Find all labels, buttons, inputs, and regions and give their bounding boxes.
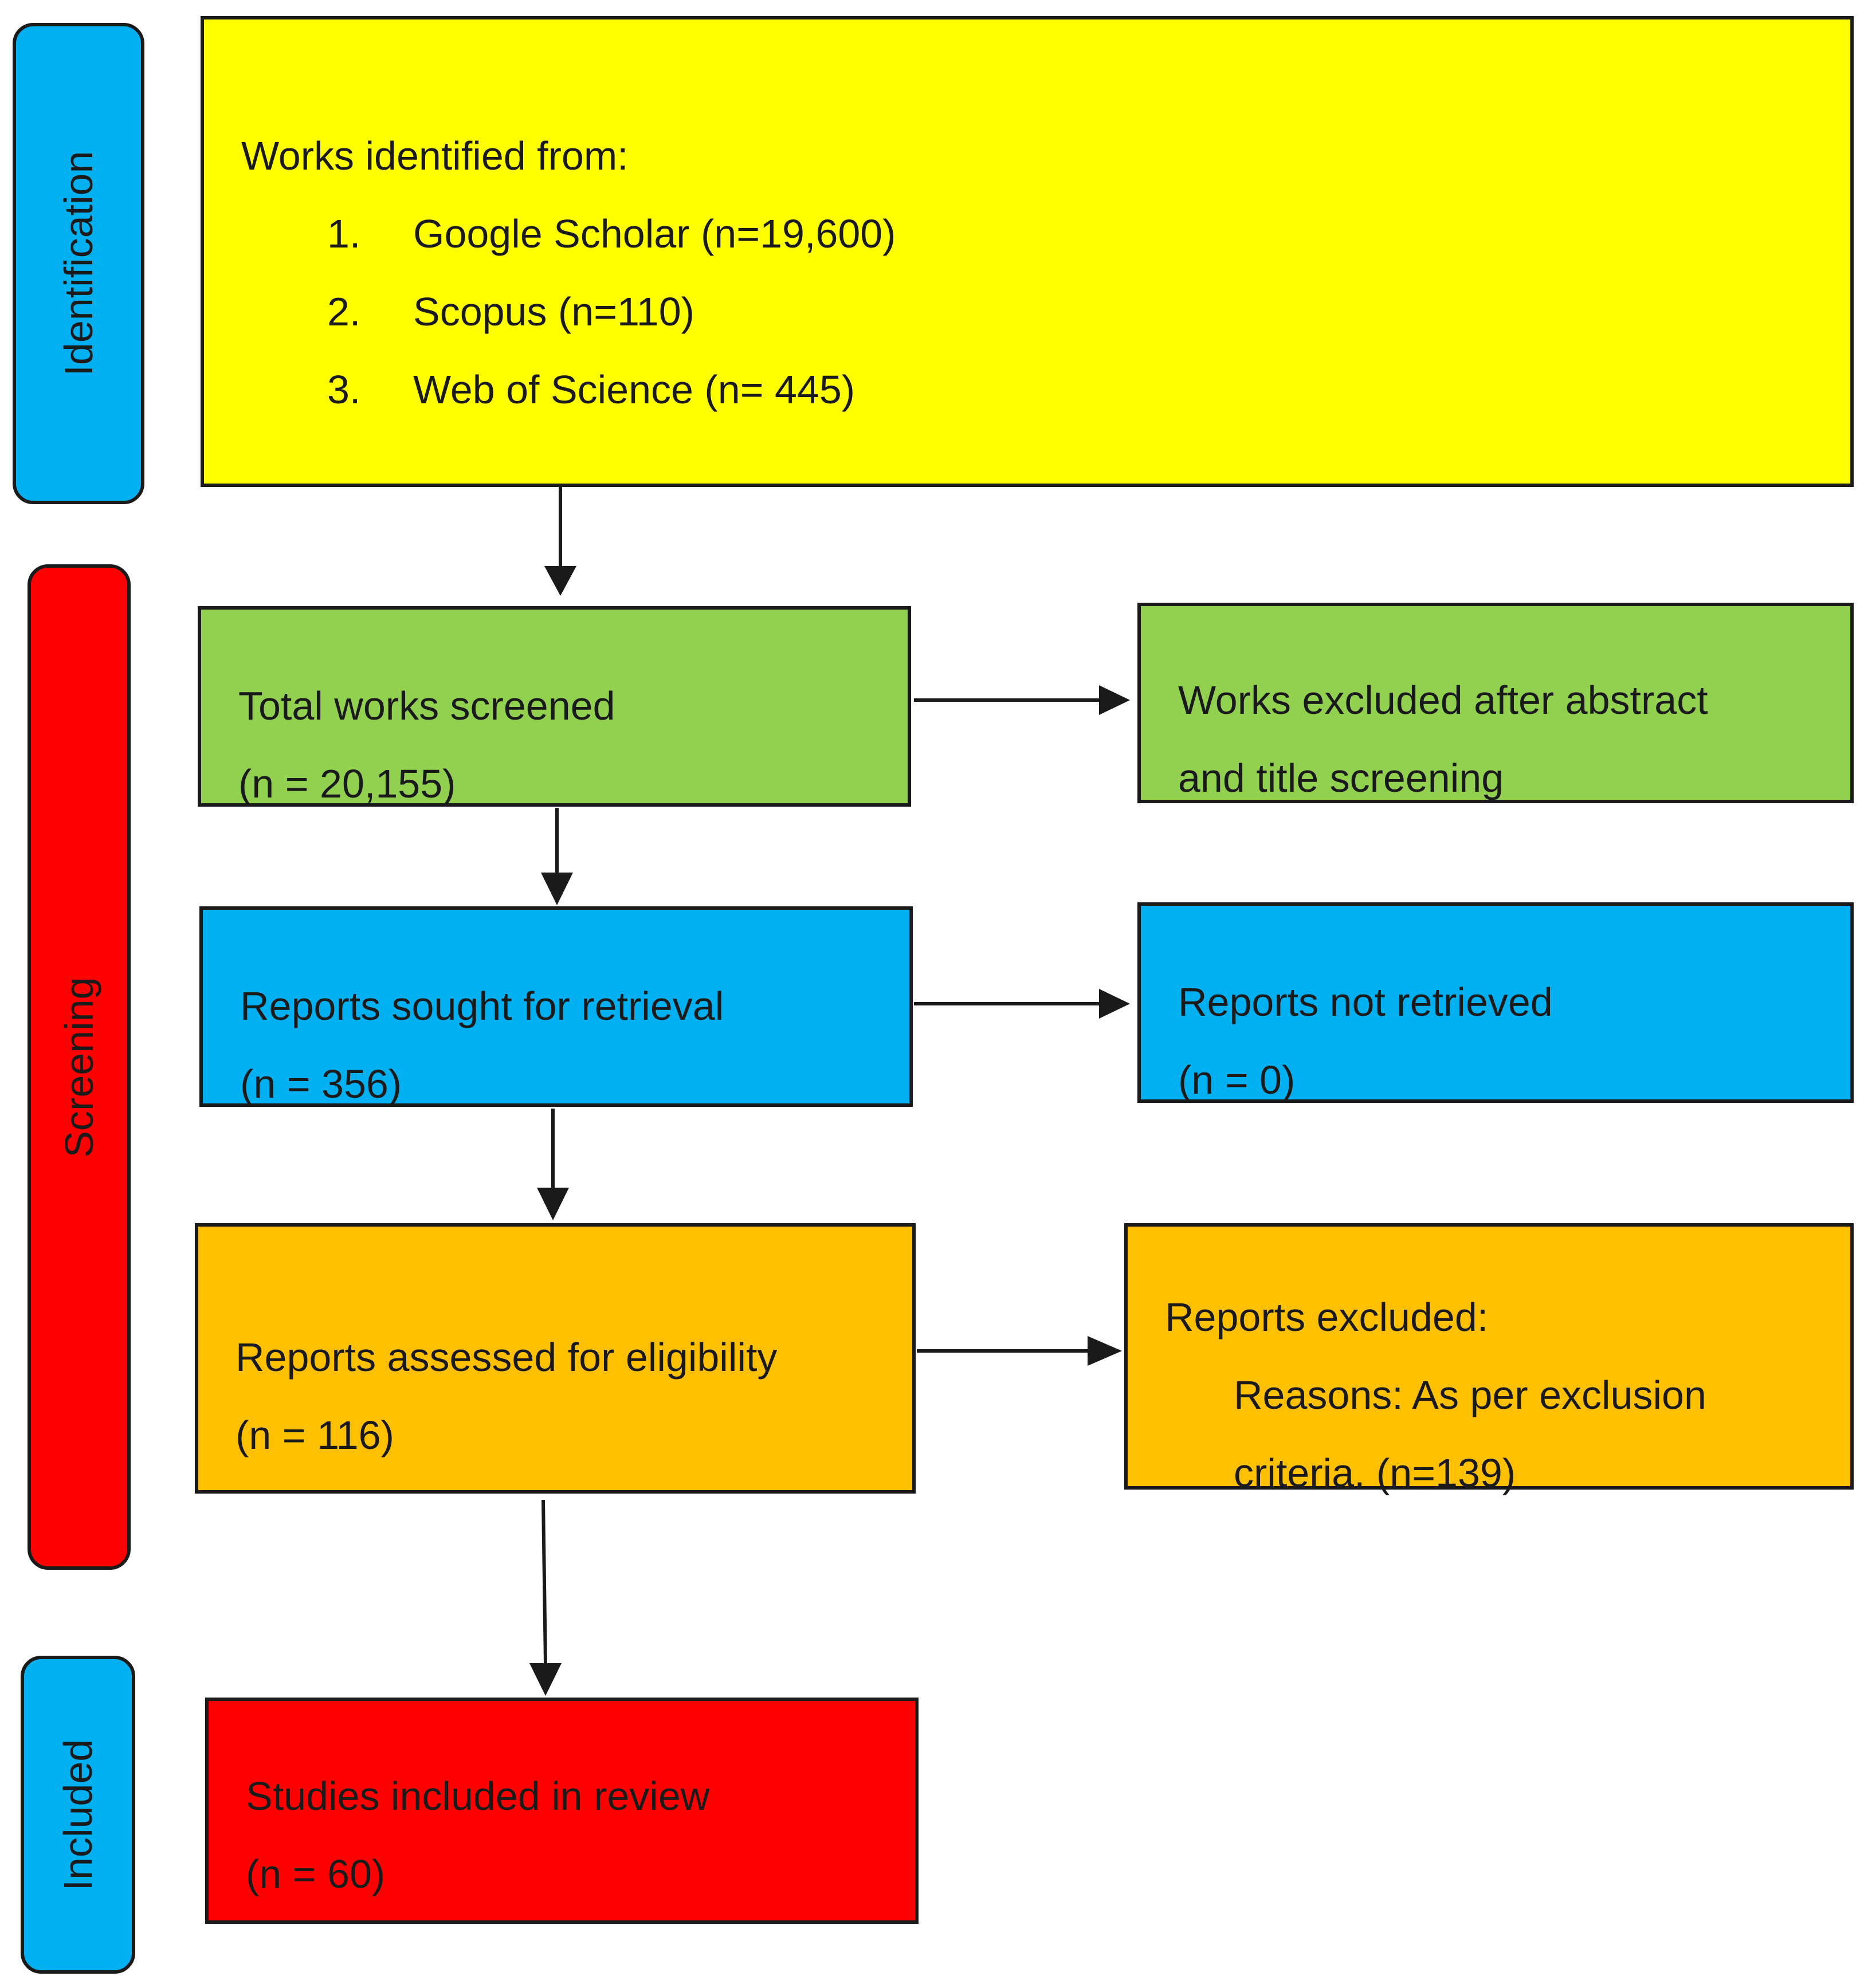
box-screened: Total works screened (n = 20,155)	[198, 606, 911, 807]
source-item: 3. Web of Science (n= 445)	[241, 351, 1850, 429]
stage-screening: Screening	[28, 564, 131, 1570]
box-reports-excluded: Reports excluded: Reasons: As per exclus…	[1124, 1223, 1854, 1495]
arrowhead	[1099, 685, 1130, 715]
arrowhead	[544, 566, 576, 596]
sought-title: Reports sought for retrieval	[240, 984, 724, 1028]
source-number: 3.	[327, 367, 361, 412]
stage-included: Included	[21, 1656, 135, 1974]
source-item: 1. Google Scholar (n=19,600)	[241, 195, 1850, 273]
reports-excluded-title: Reports excluded:	[1165, 1295, 1489, 1339]
assessed-title: Reports assessed for eligibility	[236, 1335, 778, 1380]
stage-identification: Identification	[13, 23, 144, 504]
reports-excluded-reason-2: criteria. (n=139)	[1234, 1451, 1516, 1495]
excluded-abstract-line1: Works excluded after abstract	[1178, 678, 1708, 722]
box-identified: Works identified from: 1. Google Scholar …	[201, 16, 1854, 487]
excluded-abstract-line2: and title screening	[1178, 756, 1504, 800]
assessed-count: (n = 116)	[236, 1413, 394, 1457]
arrowhead	[529, 1663, 562, 1696]
source-label: Scopus (n=110)	[413, 289, 694, 334]
box-included: Studies included in review (n = 60)	[205, 1698, 919, 1924]
not-retrieved-title: Reports not retrieved	[1178, 980, 1553, 1024]
box-assessed: Reports assessed for eligibility (n = 11…	[195, 1223, 916, 1494]
box-not-retrieved: Reports not retrieved (n = 0)	[1137, 902, 1854, 1103]
arrow-assessed-to-included	[541, 1499, 547, 1665]
reports-excluded-reason-1: Reasons: As per exclusion	[1234, 1373, 1706, 1417]
source-label: Google Scholar (n=19,600)	[413, 211, 896, 256]
arrowhead	[1088, 1336, 1122, 1366]
source-label: Web of Science (n= 445)	[413, 367, 855, 412]
not-retrieved-count: (n = 0)	[1178, 1058, 1296, 1102]
box-sought: Reports sought for retrieval (n = 356)	[199, 906, 913, 1107]
source-number: 1.	[327, 211, 361, 256]
included-count: (n = 60)	[246, 1852, 386, 1896]
screened-title: Total works screened	[238, 683, 615, 728]
source-number: 2.	[327, 289, 361, 334]
arrowhead	[537, 1188, 569, 1220]
identified-heading: Works identified from:	[241, 133, 629, 178]
screened-count: (n = 20,155)	[238, 761, 456, 806]
arrowhead	[541, 873, 573, 905]
box-excluded-abstract: Works excluded after abstract and title …	[1137, 603, 1854, 803]
arrowhead	[1099, 989, 1130, 1019]
sought-count: (n = 356)	[240, 1062, 402, 1106]
source-item: 2. Scopus (n=110)	[241, 273, 1850, 351]
included-title: Studies included in review	[246, 1774, 710, 1818]
